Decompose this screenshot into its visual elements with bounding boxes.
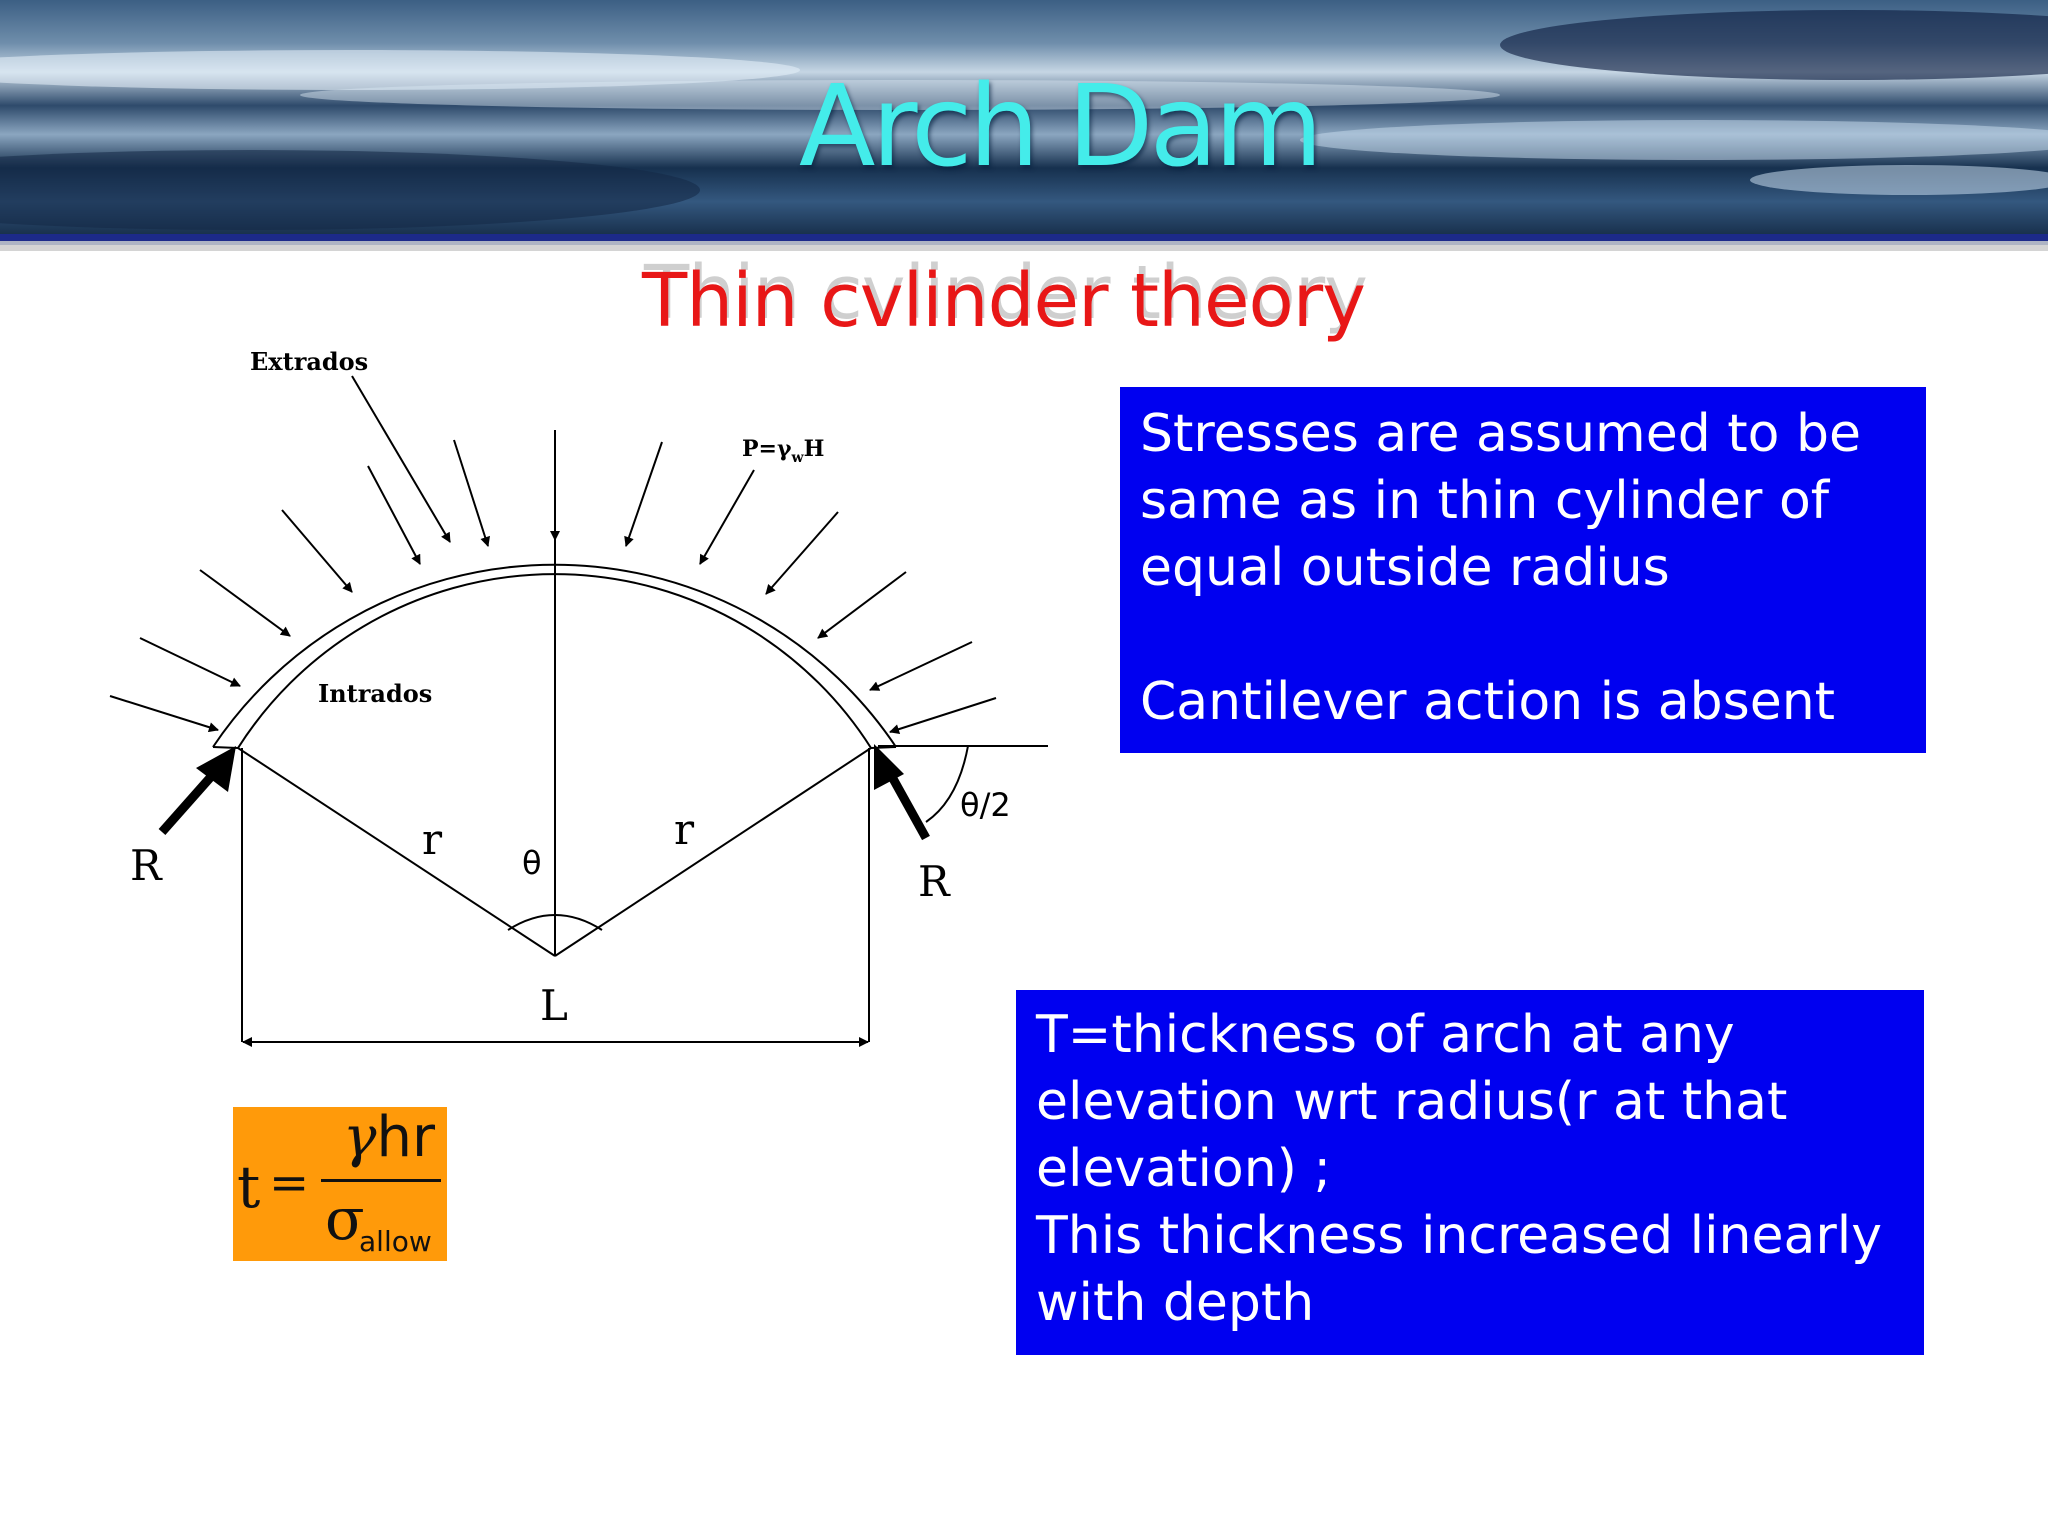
stress-assumption-box: Stresses are assumed to be same as in th…	[1120, 387, 1926, 753]
pressure-arrow	[281, 509, 353, 593]
radius-label-left: r	[422, 815, 443, 864]
theta-angle-arc	[507, 914, 603, 931]
water-highlight	[1300, 120, 2048, 160]
box-text-line: T=thickness of arch at any	[1036, 1005, 1735, 1065]
pressure-arrow	[367, 465, 421, 565]
water-highlight	[0, 50, 800, 90]
extrados-label: Extrados	[250, 347, 368, 376]
extrados-leader-arrow	[351, 375, 451, 543]
theta-label: θ	[522, 844, 542, 882]
formula-equals: =	[269, 1155, 310, 1211]
pressure-arrow	[889, 697, 997, 735]
pressure-label-p: P=	[742, 436, 777, 462]
intrados-label: Intrados	[318, 679, 432, 708]
reaction-label-right: R	[918, 857, 951, 906]
pressure-arrow	[453, 439, 491, 547]
pressure-arrow	[199, 569, 291, 637]
pressure-label-h: H	[804, 436, 825, 462]
water-shadow	[0, 150, 700, 230]
formula-subscript: allow	[359, 1225, 432, 1258]
box-text-line: elevation wrt radius(r at that	[1036, 1072, 1788, 1132]
pressure-label: P=γwH	[742, 436, 824, 466]
box-text-line: equal outside radius	[1140, 538, 1670, 598]
box-text-line: Cantilever action is absent	[1140, 672, 1836, 732]
thickness-definition-box: T=thickness of arch at any elevation wrt…	[1016, 990, 1924, 1355]
reaction-label-left: R	[130, 841, 163, 890]
pressure-arrow	[699, 469, 755, 565]
half-angle-arc	[925, 745, 969, 823]
box-text-line: This thickness increased linearly	[1036, 1206, 1882, 1266]
slide-subtitle: Thin cvlinder theory	[642, 258, 1366, 344]
box-text-line: with depth	[1036, 1273, 1315, 1333]
pressure-label-w: w	[791, 450, 805, 466]
formula-hr: hr	[376, 1105, 435, 1170]
formula-fraction-bar	[321, 1179, 441, 1182]
subtitle-shadow: Thin cvlinder theory	[644, 250, 1368, 336]
pressure-arrow	[109, 695, 219, 733]
water-highlight	[300, 80, 1500, 110]
formula-lhs: t	[237, 1153, 261, 1221]
slide-title: Arch Dam	[798, 62, 1323, 192]
radius-line-left	[237, 747, 556, 957]
formula-numerator: γhr	[343, 1105, 435, 1170]
box-text-line: same as in thin cylinder of	[1140, 471, 1830, 531]
half-angle-label: θ/2	[960, 786, 1011, 824]
formula-gamma: γ	[343, 1105, 377, 1170]
header-divider	[0, 245, 2048, 251]
water-highlight	[1750, 165, 2048, 195]
header-banner: Arch Dam	[0, 0, 2048, 240]
thickness-formula: t = γhr σ allow	[233, 1105, 447, 1261]
water-shadow	[1500, 10, 2048, 80]
header-divider	[0, 234, 2048, 241]
header-divider	[0, 241, 2048, 245]
span-label: L	[540, 981, 568, 1030]
formula-sigma: σ	[325, 1185, 365, 1253]
pressure-label-gamma: γ	[777, 436, 792, 462]
reaction-arrowhead-right	[874, 744, 904, 790]
pressure-arrow	[765, 511, 839, 595]
paragraph-gap	[1140, 602, 1926, 669]
pressure-arrow	[869, 641, 973, 691]
pressure-arrow	[624, 441, 663, 547]
reaction-arrowhead-left	[196, 746, 236, 792]
radius-line-right	[554, 747, 872, 957]
pressure-arrow	[139, 637, 241, 687]
box-text-line: Stresses are assumed to be	[1140, 404, 1861, 464]
arch-dam-diagram: Extrados P=γwH Intrados R R r r θ θ/2 L	[109, 347, 1048, 1047]
box-text-line: elevation) ;	[1036, 1139, 1332, 1199]
radius-label-right: r	[674, 805, 695, 854]
pressure-arrow	[817, 571, 907, 639]
